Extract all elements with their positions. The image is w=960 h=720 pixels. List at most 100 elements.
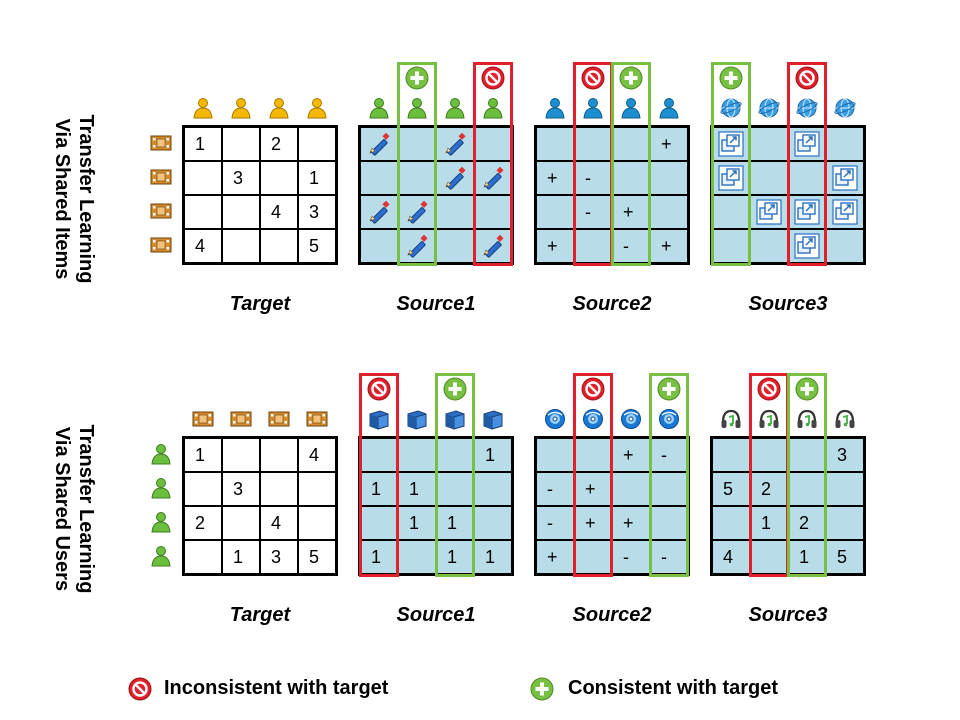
matrix-cell (298, 127, 336, 161)
matrix-cell (536, 438, 574, 472)
film-icon (268, 411, 290, 427)
headphones-icon (835, 409, 855, 428)
matrix-cell: 1 (436, 506, 474, 540)
matrix-label: Target (229, 604, 291, 626)
matrix-cell (222, 438, 260, 472)
consistent-badge-icon (719, 66, 743, 90)
disc-icon (659, 409, 679, 429)
ext-icon (832, 165, 858, 191)
matrix-label: Source2 (572, 604, 652, 626)
film-icon (150, 203, 172, 219)
inconsistent-badge-icon (795, 66, 819, 90)
matrix-cell: 4 (260, 195, 298, 229)
user-green-icon (151, 478, 171, 499)
matrix-cell: + (536, 229, 574, 263)
matrix-cell: + (650, 229, 688, 263)
user-green-icon (151, 512, 171, 533)
matrix-cell (536, 127, 574, 161)
matrix-cell: 3 (222, 472, 260, 506)
matrix-cell (222, 127, 260, 161)
matrix-cell: + (612, 195, 650, 229)
matrix-cell (574, 540, 612, 574)
matrix-cell (750, 229, 788, 263)
user-yellow-icon (193, 98, 213, 119)
matrix-cell (474, 127, 512, 161)
matrix-cell: 5 (826, 540, 864, 574)
matrix-cell: 2 (788, 506, 826, 540)
matrix-cell (650, 506, 688, 540)
ext-icon (832, 199, 858, 225)
matrix-cell (474, 161, 512, 195)
row-title-line1: Transfer Learning (75, 424, 97, 594)
matrix-cell: 5 (298, 540, 336, 574)
film-icon (150, 169, 172, 185)
matrix-cell (788, 229, 826, 263)
film-icon (150, 135, 172, 151)
matrix-cell: 3 (826, 438, 864, 472)
matrix-cell (826, 195, 864, 229)
matrix-cell (788, 472, 826, 506)
consistent-badge-icon (619, 66, 643, 90)
matrix-cell: 4 (712, 540, 750, 574)
matrix-label: Source3 (748, 293, 828, 315)
disc-icon (583, 409, 603, 429)
matrix-cell: 1 (398, 472, 436, 506)
matrix-cell: - (574, 161, 612, 195)
matrix-cell (184, 472, 222, 506)
inconsistent-badge-icon (581, 66, 605, 90)
matrix-cell: 2 (260, 127, 298, 161)
matrix-cell: - (650, 540, 688, 574)
matrix-cell: 1 (436, 540, 474, 574)
matrix-cell (750, 438, 788, 472)
matrix-cell (788, 161, 826, 195)
user-yellow-icon (231, 98, 251, 119)
inconsistent-badge-icon (481, 66, 505, 90)
pen-icon (445, 166, 466, 190)
matrix-cell (750, 540, 788, 574)
consistent-badge-icon (795, 377, 819, 401)
matrix-cell: 3 (298, 195, 336, 229)
matrix-cell (788, 195, 826, 229)
matrix-cell: + (574, 506, 612, 540)
matrix-cell (398, 540, 436, 574)
matrix-cell (360, 127, 398, 161)
matrix-cell (574, 229, 612, 263)
ext-icon (794, 233, 820, 259)
matrix-cell (184, 540, 222, 574)
consistent-badge-icon (405, 66, 429, 90)
globe-icon (758, 98, 780, 118)
matrix-label: Source3 (748, 604, 828, 626)
matrix-cell (260, 438, 298, 472)
matrix-cell: 5 (298, 229, 336, 263)
user-yellow-icon (307, 98, 327, 119)
matrix-cell: - (574, 195, 612, 229)
items-source1-matrix (358, 125, 514, 265)
inconsistent-badge-icon (757, 377, 781, 401)
pen-icon (445, 132, 466, 156)
matrix-cell (260, 472, 298, 506)
matrix-cell (750, 127, 788, 161)
matrix-cell: 2 (750, 472, 788, 506)
book-icon (483, 410, 503, 430)
pen-icon (407, 200, 428, 224)
matrix-cell (712, 438, 750, 472)
matrix-cell: + (536, 540, 574, 574)
globe-icon (834, 98, 856, 118)
matrix-cell (298, 506, 336, 540)
matrix-cell: 4 (260, 506, 298, 540)
headphones-icon (759, 409, 779, 428)
items-source3-matrix (710, 125, 866, 265)
matrix-cell: 1 (222, 540, 260, 574)
pen-icon (483, 166, 504, 190)
matrix-cell (436, 127, 474, 161)
book-icon (445, 410, 465, 430)
matrix-cell (612, 161, 650, 195)
matrix-cell: + (574, 472, 612, 506)
disc-icon (545, 409, 565, 429)
matrix-cell (222, 229, 260, 263)
matrix-cell (260, 229, 298, 263)
matrix-cell (750, 161, 788, 195)
